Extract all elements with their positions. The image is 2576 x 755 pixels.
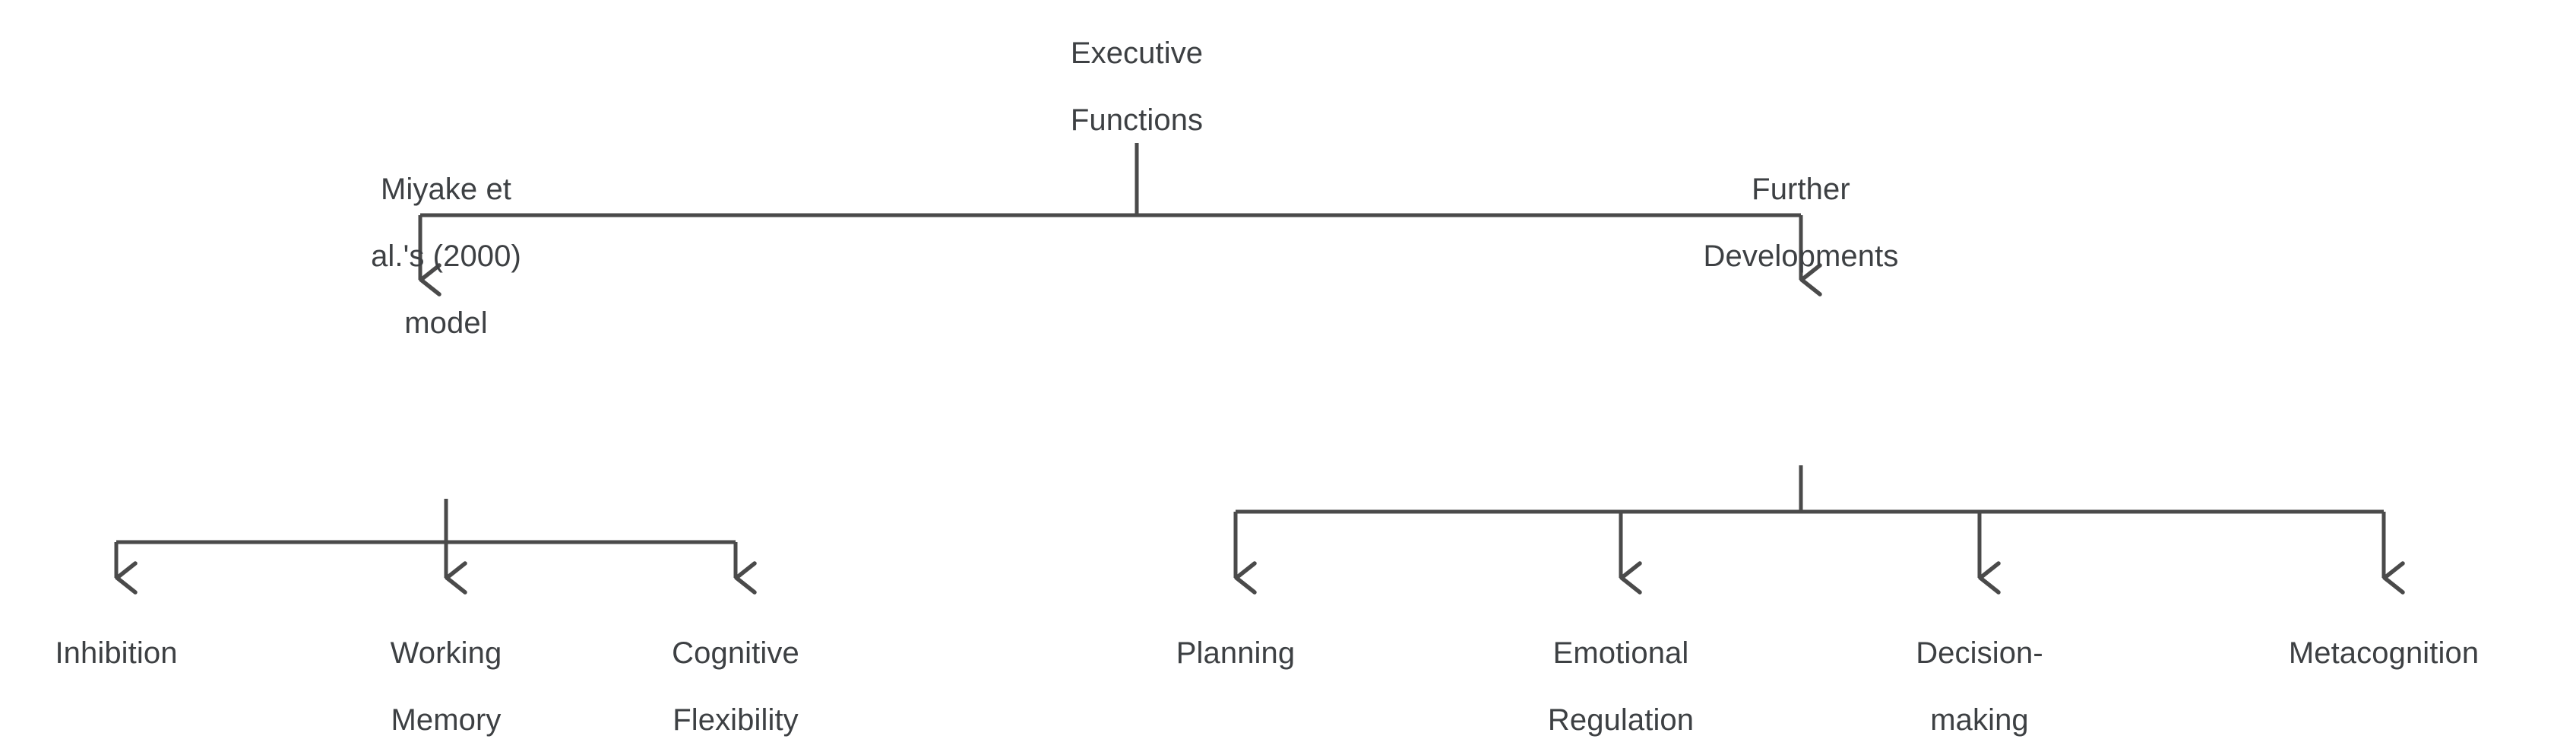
node-working-memory-line2: Memory [391,703,502,737]
node-emotional-regulation-line2: Regulation [1547,703,1695,737]
node-executive-functions-line2: Functions [1070,103,1204,137]
node-cognitive-flexibility-line1: Cognitive [672,636,799,670]
node-cognitive-flexibility[interactable]: Cognitive Flexibility [508,603,964,755]
node-metacognition-line1: Metacognition [2288,636,2479,670]
node-decision-making-line1: Decision- [1916,636,2043,670]
node-inhibition[interactable]: Inhibition [0,603,344,703]
node-emotional-regulation[interactable]: Emotional Regulation [1393,603,1849,755]
node-further-developments[interactable]: Further Developments [1497,139,2105,306]
node-working-memory-line1: Working [390,636,502,670]
node-miyake-model-line1: Miyake et [380,173,512,206]
node-metacognition[interactable]: Metacognition [2156,603,2576,703]
node-executive-functions-line1: Executive [1070,36,1204,70]
node-planning-line1: Planning [1176,636,1296,670]
node-miyake-model-line3: model [404,306,488,340]
node-executive-functions[interactable]: Executive Functions [833,3,1441,170]
node-planning[interactable]: Planning [1008,603,1464,703]
node-cognitive-flexibility-line2: Flexibility [672,703,799,737]
node-decision-making-line2: making [1930,703,2029,737]
node-further-developments-line1: Further [1752,173,1850,206]
node-emotional-regulation-line1: Emotional [1552,636,1689,670]
node-further-developments-line2: Developments [1703,240,1899,273]
node-miyake-model[interactable]: Miyake et al.'s (2000) model [142,139,750,373]
node-decision-making[interactable]: Decision- making [1752,603,2207,755]
node-inhibition-line1: Inhibition [55,636,178,670]
node-working-memory[interactable]: Working Memory [218,603,674,755]
node-miyake-model-line2: al.'s (2000) [371,240,521,273]
